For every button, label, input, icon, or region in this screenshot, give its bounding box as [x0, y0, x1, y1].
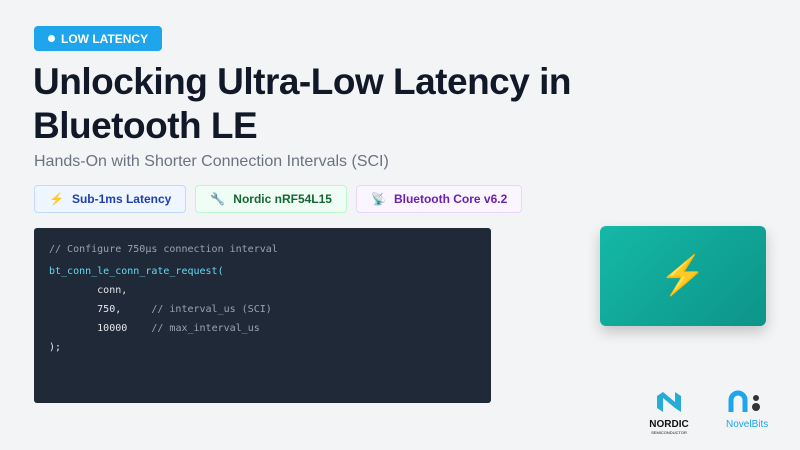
code-comment: // max_interval_us — [127, 323, 260, 334]
code-line: 10000 // max_interval_us — [49, 319, 476, 338]
dot-icon — [48, 35, 55, 42]
chip-label: Nordic nRF54L15 — [233, 192, 332, 206]
satellite-icon: 📡 — [370, 192, 386, 206]
chip-nordic: 🔧 Nordic nRF54L15 — [195, 185, 347, 213]
bits-text: Bits — [751, 419, 769, 430]
lightning-card: ⚡ — [600, 226, 766, 326]
novel-text: Novel — [726, 419, 752, 430]
nordic-text: NORDIC — [649, 419, 689, 430]
subtitle: Hands-On with Shorter Connection Interva… — [34, 153, 389, 170]
code-arg: 750, — [49, 304, 122, 315]
code-block: // Configure 750µs connection interval b… — [34, 228, 491, 403]
code-line: conn, — [49, 285, 128, 296]
wrench-icon: 🔧 — [210, 192, 226, 206]
nordic-logo: NORDIC SEMICONDUCTOR — [644, 390, 694, 435]
code-line: ); — [49, 342, 62, 353]
code-arg: 10000 — [49, 323, 128, 334]
novelbits-mark-icon — [728, 390, 761, 412]
chip-bluetooth: 📡 Bluetooth Core v6.2 — [355, 185, 523, 213]
novelbits-logo: NovelBits — [726, 390, 768, 430]
nordic-mark-icon — [657, 392, 681, 412]
badge-label: LOW LATENCY — [61, 31, 149, 46]
chip-row: ⚡ Sub-1ms Latency 🔧 Nordic nRF54L15 📡 Bluet… — [34, 185, 523, 213]
nordic-subtext: SEMICONDUCTOR — [651, 430, 687, 435]
chip-label: Bluetooth Core v6.2 — [393, 192, 508, 206]
code-comment: // interval_us (SCI) — [121, 304, 272, 315]
page-title: Unlocking Ultra-Low Latency in Bluetooth… — [33, 61, 572, 146]
chip-latency: ⚡ Sub-1ms Latency — [34, 185, 187, 213]
lightning-icon: ⚡ — [659, 255, 707, 297]
category-badge: LOW LATENCY — [34, 26, 163, 51]
code-comment: // Configure 750µs connection interval — [49, 244, 278, 255]
chip-label: Sub-1ms Latency — [71, 192, 172, 206]
code-line: 750, // interval_us (SCI) — [49, 300, 476, 319]
lightning-icon: ⚡ — [49, 192, 64, 206]
code-line: bt_conn_le_conn_rate_request( — [49, 266, 224, 277]
